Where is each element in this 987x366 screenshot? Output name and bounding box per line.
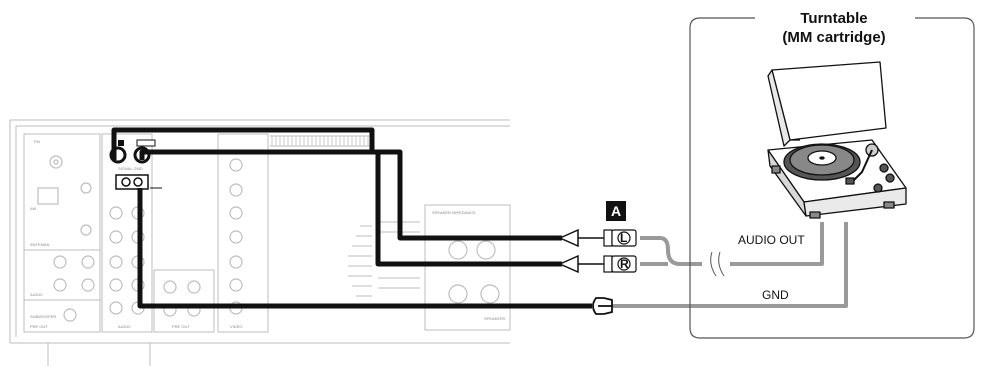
gnd-cable-black [137, 188, 592, 309]
receiver-jacks [37, 155, 500, 322]
plug-right-label: R [620, 257, 629, 271]
connection-badge: A [606, 201, 626, 221]
receiver-audio-label-left: AUDIO [30, 292, 43, 297]
pre-out-label-left: PRE OUT [30, 324, 48, 329]
subwoofer-label: SUBWOOFER [30, 314, 56, 319]
speakers-label: SPEAKERS [484, 316, 506, 321]
video-label: VIDEO [230, 324, 242, 329]
turntable-title: Turntable [800, 10, 867, 27]
gnd-label: GND [762, 288, 789, 302]
rca-plug-left: L [558, 228, 637, 248]
audio-label: AUDIO [118, 324, 131, 329]
gnd-spade-connector [592, 297, 613, 315]
turntable-subtitle: (MM cartridge) [782, 29, 885, 46]
vent-ticks [271, 136, 369, 146]
turntable-icon [767, 61, 907, 219]
signal-gnd-label: SIGNAL GND [118, 166, 143, 171]
receiver-rear-panel [9, 119, 511, 366]
badge-label: A [611, 203, 621, 219]
receiver-labels: FM AM ANTENNA AUDIO SUBWOOFER PRE OUT SI… [30, 139, 506, 329]
audio-out-cable-grey [730, 222, 824, 266]
phono-input-jacks [109, 139, 162, 190]
fm-label: FM [34, 139, 40, 144]
antenna-label: ANTENNA [30, 242, 49, 247]
rca-plug-right: R [558, 254, 637, 274]
audio-cable-grey [640, 236, 702, 266]
turntable-box: Turntable (MM cartridge) [689, 10, 975, 339]
am-label: AM [30, 206, 36, 211]
pre-out-label: PRE OUT [172, 324, 190, 329]
audio-out-label: AUDIO OUT [738, 233, 805, 247]
speaker-impedance-label: SPEAKER IMPEDANCE [432, 210, 476, 215]
audio-cable-right-black [139, 149, 562, 267]
plug-left-label: L [620, 231, 627, 245]
cables [111, 127, 848, 309]
